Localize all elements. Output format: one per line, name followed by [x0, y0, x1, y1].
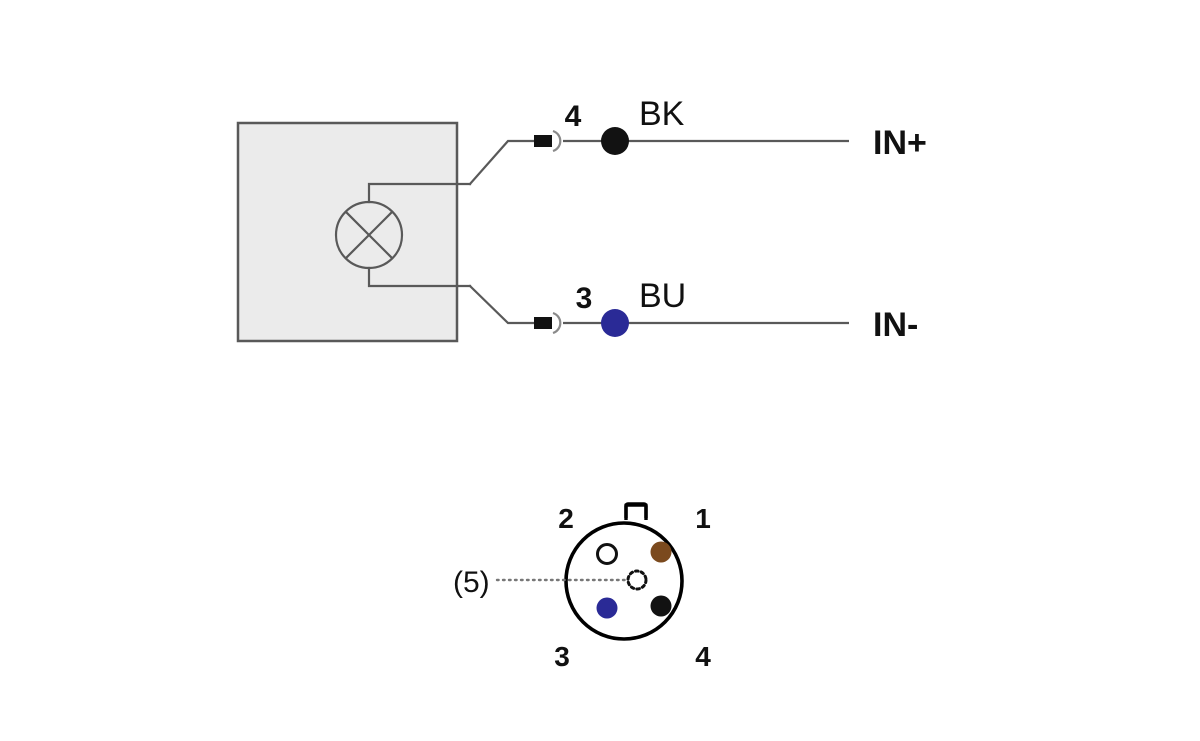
terminal-connector-pin4 — [534, 129, 562, 153]
connector-pin-number-5: (5) — [453, 566, 490, 599]
internal-wiring — [367, 182, 472, 288]
connector-pin-number-4: 4 — [695, 641, 711, 672]
connector-pin-5 — [626, 569, 648, 591]
wire-color-dot-bu — [601, 309, 629, 337]
connector-pin-number-1: 1 — [695, 503, 711, 534]
connector-pin-3 — [596, 597, 618, 619]
connector-keyway-outline — [624, 502, 648, 518]
wire-color-label-bu: BU — [639, 277, 686, 315]
connector-pin-number-3: 3 — [554, 641, 570, 672]
connector-pin-1 — [650, 541, 672, 563]
connector-pin-number-2: 2 — [558, 503, 574, 534]
terminal-label-in-plus: IN+ — [873, 124, 927, 162]
pin-number-label-3: 3 — [576, 282, 593, 315]
m12-connector-pinout: 2 1 3 4 (5) — [453, 502, 711, 672]
device-housing — [236, 121, 459, 343]
wire-color-label-bk: BK — [639, 95, 685, 133]
wire-color-dot-bk — [601, 127, 629, 155]
terminal-leads — [468, 139, 536, 325]
connector-pin-2 — [596, 543, 618, 565]
connector-keyway-icon — [624, 503, 648, 520]
pin-number-label-4: 4 — [565, 100, 582, 133]
terminal-label-in-minus: IN- — [873, 306, 918, 344]
connector-pin-4 — [650, 595, 672, 617]
terminal-connector-pin3 — [534, 311, 562, 335]
